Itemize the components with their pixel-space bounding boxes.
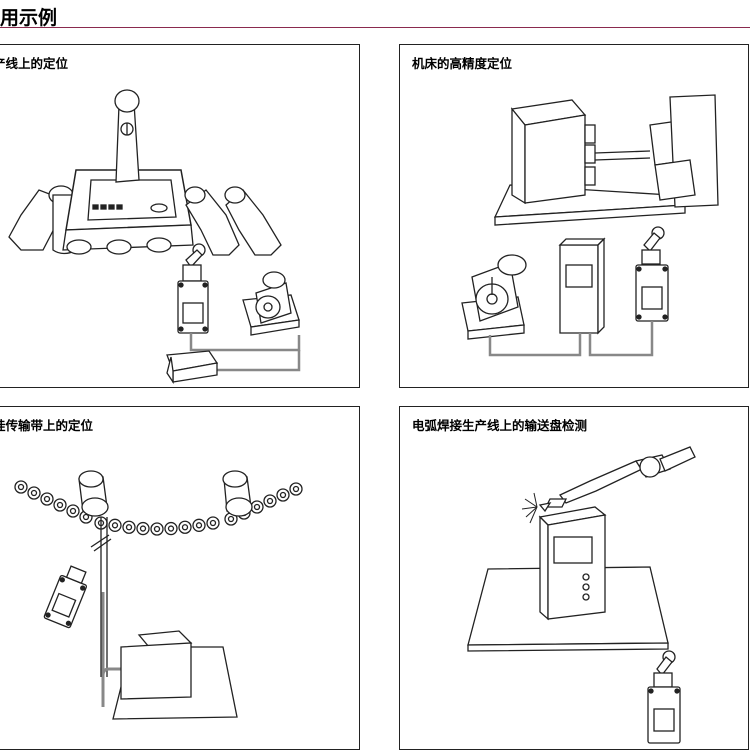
example-panel-arc-welding: 电弧焊接生产线上的输送盘检测 [399, 406, 749, 750]
workpiece-box [120, 630, 193, 700]
chain-link-pin [181, 524, 189, 531]
spark-icon [521, 492, 538, 524]
chain-link-pin [56, 501, 64, 509]
motor-1 [242, 271, 300, 336]
arc-welding-illustration [467, 446, 696, 744]
limit-switch-1 [177, 243, 209, 334]
chain-link-pin [111, 522, 119, 529]
chain-link-pin [82, 513, 90, 521]
chain-link-pin [253, 503, 261, 511]
welding-robot-arm [538, 446, 696, 513]
chain-link-pin [266, 497, 274, 505]
foot-pedal [166, 350, 219, 385]
example-panel-production-line: 产线上的定位 [0, 44, 360, 388]
chain-link-pin [167, 525, 175, 532]
limit-switch-2 [635, 226, 669, 322]
conveyor-chain [14, 480, 303, 536]
chain-link-pin [139, 525, 147, 532]
conveyor-illustration [14, 470, 303, 720]
chain-link-pin [195, 522, 203, 529]
welding-cabinet [538, 506, 607, 621]
title-divider [0, 27, 750, 28]
chain-link-pin [43, 495, 51, 503]
motor-2 [461, 254, 527, 340]
chain-link-pin [209, 519, 217, 527]
limit-switch-4 [647, 650, 681, 744]
panel-title: 机床的高精度定位 [412, 56, 513, 71]
panel-title: 产线上的定位 [0, 56, 69, 71]
roller-right-1 [185, 189, 240, 256]
pulley-right [222, 470, 253, 517]
production-line-illustration [8, 89, 301, 385]
example-panel-conveyor: 挂传输带上的定位 [0, 406, 360, 750]
tailstock [649, 94, 719, 208]
chain-link-pin [227, 515, 235, 523]
controller [558, 237, 606, 335]
panel-title: 挂传输带上的定位 [0, 418, 94, 433]
chain-link-pin [292, 485, 300, 493]
pulley-left [78, 470, 109, 517]
control-panel [87, 179, 177, 221]
machine-tool-illustration [461, 94, 719, 357]
chain-link-pin [30, 489, 38, 497]
chain-link-pin [17, 483, 25, 491]
headstock [510, 99, 596, 205]
chain-link-pin [153, 525, 161, 533]
example-panel-machine-tool: 机床的高精度定位 [399, 44, 749, 388]
page-title: 用示例 [0, 7, 58, 29]
chain-link-pin [279, 491, 287, 499]
robot-arm [115, 102, 140, 183]
limit-switch-3 [43, 565, 88, 629]
chain-link-pin [125, 524, 133, 531]
roller-right-2 [225, 189, 282, 256]
panel-title: 电弧焊接生产线上的输送盘检测 [412, 418, 588, 433]
chain-link-pin [69, 507, 77, 515]
